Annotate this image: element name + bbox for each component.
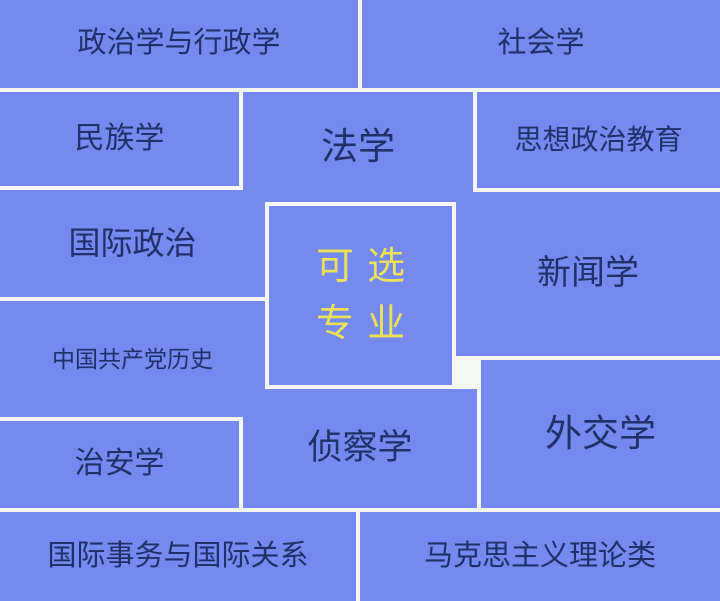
major-box-diplomacy: 外交学	[481, 360, 720, 508]
major-box-investigation-studies: 侦察学	[243, 389, 477, 508]
major-box-international-politics: 国际政治	[0, 190, 265, 297]
major-box-ethnology: 民族学	[0, 92, 239, 186]
major-box-cpc-history: 中国共产党历史	[0, 301, 265, 417]
major-box-journalism: 新闻学	[456, 192, 720, 356]
major-box-marxist-theory-category: 马克思主义理论类	[360, 512, 720, 601]
major-box-international-affairs-relations: 国际事务与国际关系	[0, 512, 356, 601]
center-title-line2: 专业	[315, 302, 419, 345]
major-box-political-science-administration: 政治学与行政学	[0, 0, 358, 88]
center-title-line1: 可选	[315, 245, 419, 288]
major-box-sociology: 社会学	[362, 0, 720, 88]
center-title-box-optional-majors: 可选 专业	[269, 206, 452, 385]
major-box-ideological-political-education: 思想政治教育	[477, 92, 720, 188]
major-box-law: 法学	[243, 92, 473, 202]
major-box-public-security-studies: 治安学	[0, 421, 239, 508]
